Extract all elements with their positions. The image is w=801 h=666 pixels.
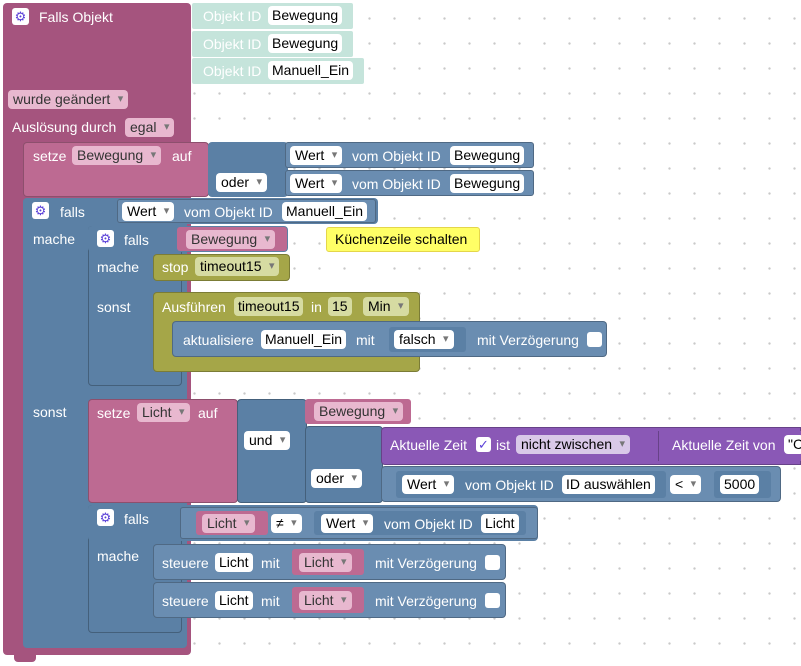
object-id-value-2[interactable]: Bewegung (268, 34, 343, 53)
aktuelle-zeit-von-label: Aktuelle Zeit von (672, 437, 776, 453)
aktuelle-zeit-label: Aktuelle Zeit (390, 437, 468, 453)
object-id-value-1[interactable]: Bewegung (268, 6, 343, 25)
gear-icon[interactable]: ⚙ (12, 8, 29, 25)
mache-label-2: mache (97, 259, 140, 275)
ausfuehren-label: Ausführen (162, 299, 226, 315)
bewegung-dropdown-2[interactable]: Bewegung (314, 402, 404, 421)
in-label: in (311, 299, 322, 315)
licht-var-dropdown[interactable]: Licht (202, 514, 255, 533)
und-dropdown[interactable]: und (244, 431, 291, 450)
falls-vom-label-1: vom Objekt ID (184, 204, 273, 220)
vom-label-4: vom Objekt ID (384, 516, 473, 532)
ausfuehren-timer[interactable]: timeout15 (234, 297, 304, 316)
mit-label-1: mit (356, 332, 375, 348)
steuere-target-2[interactable]: Licht (215, 591, 253, 610)
falls-obj-1[interactable]: Manuell_Ein (282, 202, 368, 221)
und-block[interactable] (237, 399, 307, 503)
oder-dropdown-2[interactable]: oder (311, 469, 363, 488)
setze-var-dropdown-1[interactable]: Bewegung (72, 146, 162, 165)
mache-label-3: mache (97, 548, 140, 564)
aktuelle-zeit-von-block[interactable] (658, 431, 801, 461)
falls-obj-4[interactable]: Licht (481, 514, 519, 533)
wert-dropdown-3[interactable]: Wert (402, 475, 455, 494)
unit-dropdown[interactable]: Min (363, 297, 409, 316)
auf-label-1: auf (172, 148, 192, 164)
wert-dropdown-4[interactable]: Wert (321, 514, 374, 533)
vom-label-2: vom Objekt ID (352, 176, 441, 192)
wert-dropdown-1[interactable]: Wert (290, 146, 343, 165)
verz-checkbox-1[interactable] (587, 332, 602, 347)
setze-label-2: setze (97, 405, 131, 421)
steuere-label-1: steuere (162, 555, 209, 571)
check-icon[interactable]: ✓ (476, 437, 491, 452)
steuere-val-dropdown-2[interactable]: Licht (299, 591, 352, 610)
aktualisiere-target[interactable]: Manuell_Ein (261, 330, 347, 349)
steuere-target-1[interactable]: Licht (215, 553, 253, 572)
comment-bubble[interactable] (326, 227, 480, 252)
falsch-dropdown[interactable]: falsch (394, 330, 454, 349)
verz-checkbox-3[interactable] (485, 593, 500, 608)
cmp-dropdown[interactable]: nicht zwischen (516, 435, 631, 454)
ist-label: ist (496, 437, 510, 453)
delay-value[interactable]: 15 (328, 297, 352, 316)
falls-label-2: falls (124, 232, 149, 248)
falls-wert-dropdown-1[interactable]: Wert (122, 202, 175, 221)
ausloesung-label: Auslösung durch (12, 119, 117, 135)
changed-dropdown[interactable]: wurde geändert (8, 90, 129, 109)
gear-icon[interactable]: ⚙ (97, 509, 114, 526)
object-id-value-3[interactable]: Manuell_Ein (268, 61, 354, 80)
falls-label-3: falls (124, 511, 149, 527)
steuere-val-dropdown-1[interactable]: Licht (299, 553, 352, 572)
mit-label-2: mit (261, 555, 280, 571)
oder-block-2[interactable] (305, 426, 383, 503)
vom-label-1: vom Objekt ID (352, 148, 441, 164)
object-id-label-1: Objekt ID (203, 8, 262, 24)
mit-label-3: mit (261, 593, 280, 609)
bewegung-var-dropdown[interactable]: Bewegung (186, 230, 276, 249)
verz-label-3: mit Verzögerung (375, 593, 477, 609)
falls-label-1: falls (60, 204, 85, 220)
sonst-label-2: sonst (97, 299, 131, 315)
wert-obj-1[interactable]: Bewegung (450, 146, 525, 165)
stop-label: stop (162, 259, 189, 275)
stop-timer-dropdown[interactable]: timeout15 (195, 257, 280, 276)
steuere-label-2: steuere (162, 593, 209, 609)
verz-label-1: mit Verzögerung (477, 332, 579, 348)
num-value[interactable]: 5000 (720, 475, 760, 494)
setze-label-1: setze (33, 148, 67, 164)
trigger-bottom-notch (14, 650, 36, 662)
gear-icon[interactable]: ⚙ (32, 202, 49, 219)
op-dropdown-2[interactable]: ≠ (271, 514, 302, 533)
wert-obj-2[interactable]: Bewegung (450, 174, 525, 193)
oder-dropdown-1[interactable]: oder (216, 173, 268, 192)
auf-label-2: auf (198, 405, 218, 421)
vom-label-3: vom Objekt ID (465, 477, 554, 493)
ausloesung-dropdown[interactable]: egal (125, 118, 175, 137)
object-id-label-3: Objekt ID (203, 63, 262, 79)
op-dropdown-1[interactable]: < (670, 475, 702, 494)
verz-checkbox-2[interactable] (485, 555, 500, 570)
obj-select-3[interactable]: ID auswählen (562, 475, 655, 494)
object-id-label-2: Objekt ID (203, 36, 262, 52)
setze-var-dropdown-2[interactable]: Licht (137, 403, 190, 422)
aktuelle-zeit-von-value[interactable]: "C (784, 435, 801, 454)
trigger-header: Falls Objekt (39, 9, 113, 25)
aktualisiere-label: aktualisiere (183, 332, 254, 348)
verz-label-2: mit Verzögerung (375, 555, 477, 571)
gear-icon[interactable]: ⚙ (97, 230, 114, 247)
mache-label-1: mache (33, 231, 76, 247)
comment-text: Küchenzeile schalten (335, 231, 468, 247)
wert-dropdown-2[interactable]: Wert (290, 174, 343, 193)
sonst-label-1: sonst (33, 404, 67, 420)
